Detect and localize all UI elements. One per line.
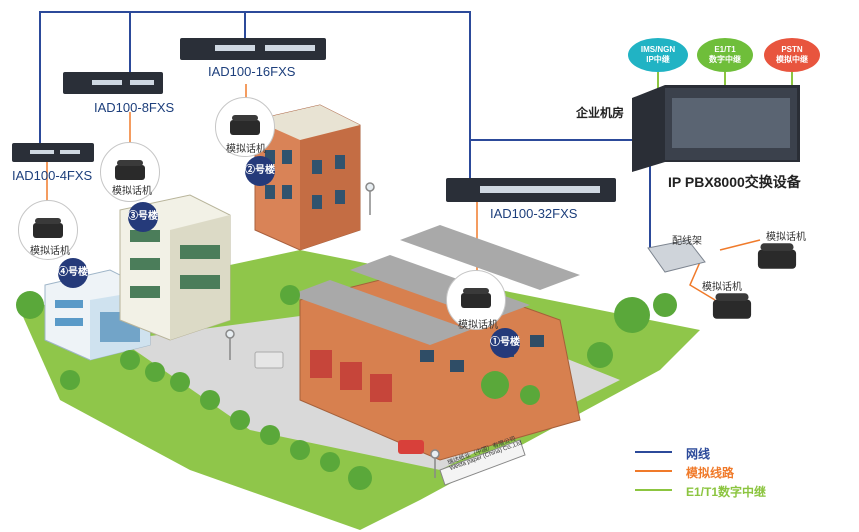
building-3-badge: ③号楼 xyxy=(128,202,158,232)
building-2-badge: ②号楼 xyxy=(245,156,275,186)
cloud-pstn-line1: PSTN xyxy=(781,45,803,54)
pbx-rack xyxy=(632,85,800,172)
phone-bubble-4 xyxy=(18,200,78,260)
red-car xyxy=(398,440,424,454)
server-room-label: 企业机房 xyxy=(576,106,625,120)
cloud-ims: IMS/NGN IP中继 xyxy=(632,45,684,65)
truck xyxy=(254,351,284,369)
cloud-pstn: PSTN 模拟中继 xyxy=(767,45,817,65)
iad100-16fxs-label: IAD100-16FXS xyxy=(208,64,296,79)
phone-bubble-3 xyxy=(100,142,160,202)
cloud-ims-line1: IMS/NGN xyxy=(640,45,676,54)
phone-icon xyxy=(461,288,491,308)
legend-lines xyxy=(635,451,672,491)
cloud-e1: E1/T1 数字中继 xyxy=(700,45,750,65)
lamps xyxy=(225,182,440,478)
phone-label-right-1: 模拟话机 xyxy=(766,232,806,243)
cloud-shapes xyxy=(628,38,820,72)
cloud-e1-line1: E1/T1 xyxy=(714,45,736,54)
phone-label-1: 模拟话机 xyxy=(458,320,498,331)
legend-analog: 模拟线路 xyxy=(686,466,735,480)
phone-bubble-1 xyxy=(446,270,506,330)
phone-icon xyxy=(33,218,63,238)
phone-bubble-2 xyxy=(215,97,275,157)
legend-digital: E1/T1数字中继 xyxy=(686,485,767,499)
trees xyxy=(16,285,677,490)
iad100-32fxs-label: IAD100-32FXS xyxy=(490,206,578,221)
pbx-label: IP PBX8000交换设备 xyxy=(668,174,801,190)
cloud-e1-line2: 数字中继 xyxy=(709,55,741,64)
phone-icon xyxy=(115,160,145,180)
phone-label-2: 模拟话机 xyxy=(226,144,266,155)
iad100-4fxs-label: IAD100-4FXS xyxy=(12,168,93,183)
building-1-badge: ①号楼 xyxy=(490,328,520,358)
patch-panel-device xyxy=(647,239,706,273)
cloud-pstn-line2: 模拟中继 xyxy=(776,55,808,64)
building-2 xyxy=(254,104,361,251)
phone-icon xyxy=(757,243,797,269)
legend-network: 网线 xyxy=(686,447,711,461)
building-4-badge: ④号楼 xyxy=(58,258,88,288)
building-1 xyxy=(290,225,581,461)
phone-label-3: 模拟话机 xyxy=(112,186,152,197)
company-sign-board xyxy=(439,439,526,486)
phone-label-right-2: 模拟话机 xyxy=(702,282,742,293)
patch-panel-label: 配线架 xyxy=(672,236,702,247)
phone-label-4: 模拟话机 xyxy=(30,246,70,257)
phone-icon xyxy=(712,293,752,319)
iad100-8fxs-label: IAD100-8FXS xyxy=(94,100,175,115)
phone-icon xyxy=(230,115,260,135)
cloud-ims-line2: IP中继 xyxy=(646,55,670,64)
